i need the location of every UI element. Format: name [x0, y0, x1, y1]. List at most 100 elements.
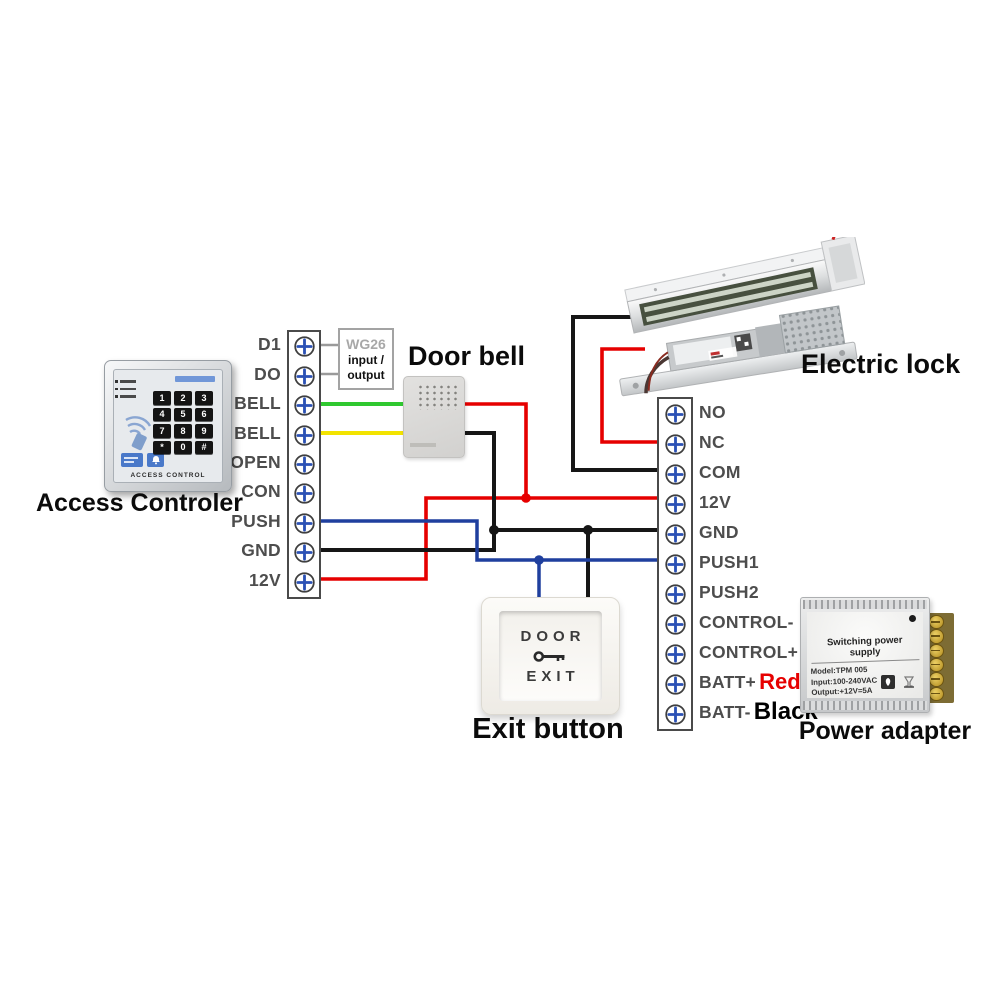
controller-terminal-strip [287, 330, 321, 599]
exit-button-plate: DOOR EXIT [499, 611, 602, 701]
keypad-key: # [195, 440, 213, 454]
blue-label-badge [121, 453, 143, 467]
terminal-label: CONTROL- [699, 611, 794, 632]
terminal-label: BELL [234, 422, 281, 443]
screw-terminal-icon [293, 571, 316, 594]
terminal-label: DO [254, 363, 281, 384]
terminal-label: GND [241, 540, 281, 561]
terminal-label: CONTROL+ [699, 641, 799, 662]
rfid-waves-icon [125, 416, 152, 451]
brass-screw [928, 672, 944, 687]
terminal-label: NC [699, 431, 725, 452]
exit-door-text: DOOR [520, 627, 586, 645]
screw-terminal-icon [664, 673, 687, 696]
exit-button-device: DOOR EXIT [481, 597, 620, 715]
key-icon [533, 650, 564, 662]
screw-terminal-icon [664, 493, 687, 516]
screw-terminal-icon [664, 403, 687, 426]
exit-button-caption: Exit button [472, 713, 624, 745]
screw-terminal-icon [293, 482, 316, 505]
terminal-label: PUSH [231, 510, 281, 531]
wg26-line2: output [347, 368, 385, 382]
keypad-key: 6 [195, 407, 213, 421]
terminal-label: NO [699, 401, 726, 422]
keypad-key: 8 [174, 424, 192, 438]
psu-heatsink-fins [803, 701, 927, 710]
screw-terminal-icon [293, 453, 316, 476]
screw-terminal-icon [293, 541, 316, 564]
psu-title: Switching power supply [810, 634, 920, 664]
terminal-label: BATT+Red [699, 669, 801, 694]
keypad-key: 3 [195, 391, 213, 405]
power-adapter-caption: Power adapter [798, 717, 972, 745]
screw-terminal-icon [293, 424, 316, 447]
screw-terminal-icon [664, 553, 687, 576]
brass-screw [928, 629, 944, 644]
terminal-label: 12V [248, 569, 281, 590]
screw-terminal-icon [664, 523, 687, 546]
terminal-label: PUSH2 [699, 581, 759, 602]
keypad-key: * [153, 440, 171, 454]
led-indicator [115, 395, 136, 398]
electric-lock-caption: Electric lock [801, 349, 961, 379]
brass-screw [928, 657, 944, 673]
controller-panel: 1 2 3 4 5 6 7 8 9 * 0 # ACCESS CONTROL [113, 369, 223, 483]
screw-terminal-icon [664, 433, 687, 456]
psu-label-face: Switching power supply Model:TPM 005 Inp… [807, 612, 923, 698]
junction-dot-black [583, 525, 593, 535]
bolt-lock [619, 305, 858, 397]
brass-screw [928, 615, 944, 630]
wire-note-red: Red [759, 669, 801, 694]
screw-terminal-icon [664, 613, 687, 636]
keypad-key: 2 [174, 391, 192, 405]
screw-terminal-icon [293, 335, 316, 358]
access-controller-caption: Access Controler [36, 489, 244, 517]
wire-lock-com-black [571, 315, 659, 472]
certification-icons [881, 675, 915, 689]
bell-sticker [410, 443, 436, 447]
screw-terminal-icon [293, 365, 316, 388]
numeric-keypad: 1 2 3 4 5 6 7 8 9 * 0 # [153, 391, 213, 454]
maglock [624, 237, 865, 334]
electric-lock-image [619, 237, 865, 397]
terminal-label: D1 [258, 334, 281, 355]
screw-terminal-icon [293, 512, 316, 535]
terminal-label: CON [241, 481, 281, 502]
wire-lock-nc-red [600, 347, 659, 444]
door-bell-device [403, 376, 465, 458]
psu-led [909, 615, 916, 622]
speaker-grille [417, 384, 459, 410]
screw-terminal-icon [664, 463, 687, 486]
terminal-label: GND [699, 521, 739, 542]
access-controller-device: 1 2 3 4 5 6 7 8 9 * 0 # ACCESS CONTROL [104, 360, 232, 492]
doorbell-button [147, 453, 164, 467]
terminal-label: BELL [234, 393, 281, 414]
led-indicator [115, 387, 136, 390]
terminal-label: COM [699, 461, 741, 482]
wire-12v-red [317, 496, 659, 581]
screw-terminal-icon [293, 394, 316, 417]
keypad-key: 0 [174, 440, 192, 454]
wire-doorbell-black [462, 431, 496, 552]
keypad-key: 9 [195, 424, 213, 438]
wg26-line1: input / [348, 353, 384, 367]
lock-terminal-strip [657, 397, 693, 731]
led-indicator [115, 380, 136, 383]
screw-terminal-icon [664, 583, 687, 606]
wg26-io-box: WG26 input / output [338, 328, 394, 390]
terminal-label: 12V [699, 491, 732, 512]
bell-icon [151, 456, 160, 465]
psu-body: Switching power supply Model:TPM 005 Inp… [800, 597, 930, 713]
brand-text [175, 376, 215, 382]
door-bell-caption: Door bell [408, 341, 526, 371]
brass-screw [928, 643, 944, 658]
brass-screw [928, 686, 944, 701]
status-leds [115, 380, 136, 398]
exit-exit-text: EXIT [526, 667, 580, 685]
controller-terminal-labels: D1 DO BELL BELL OPEN CON PUSH GND 12V [161, 330, 281, 595]
wire-push-blue [317, 519, 659, 562]
junction-dot-blue [534, 555, 544, 565]
wire-doorbell-red [462, 402, 528, 498]
psu-heatsink-fins [803, 600, 927, 609]
